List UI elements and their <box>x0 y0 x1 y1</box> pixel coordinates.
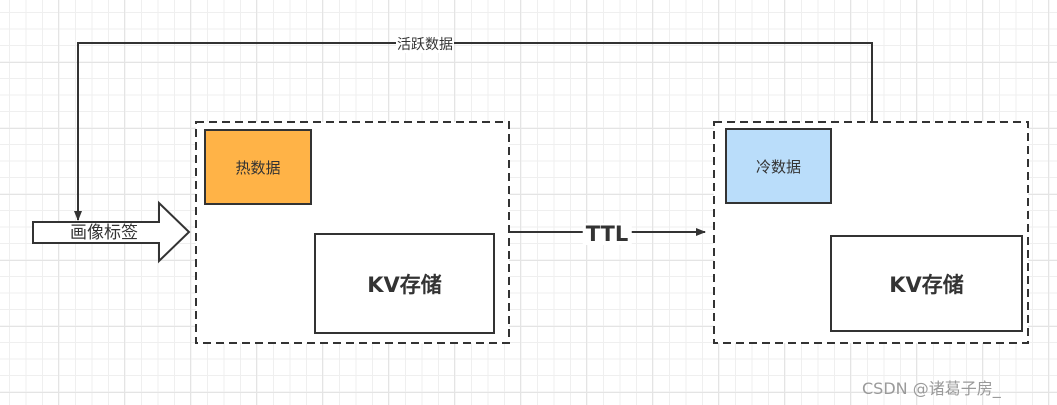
feedback-edge[interactable] <box>74 42 873 221</box>
cold-kv-storage-label: KV存储 <box>889 272 964 297</box>
ttl-edge-label: TTL <box>582 223 632 245</box>
cold-kv-storage-box[interactable] <box>830 235 1023 332</box>
watermark: CSDN @诸葛子房_ <box>862 379 1001 398</box>
input-block-arrow[interactable] <box>32 200 191 264</box>
feedback-edge-label: 活跃数据 <box>396 37 454 53</box>
hot-data-box[interactable] <box>204 129 312 205</box>
hot-data-label: 热数据 <box>235 158 281 177</box>
cold-data-label: 冷数据 <box>755 157 801 176</box>
hot-kv-storage-label: KV存储 <box>367 272 442 297</box>
input-arrow-label: 画像标签 <box>70 223 138 243</box>
cold-data-box[interactable] <box>725 128 832 204</box>
hot-kv-storage-box[interactable] <box>314 233 495 334</box>
